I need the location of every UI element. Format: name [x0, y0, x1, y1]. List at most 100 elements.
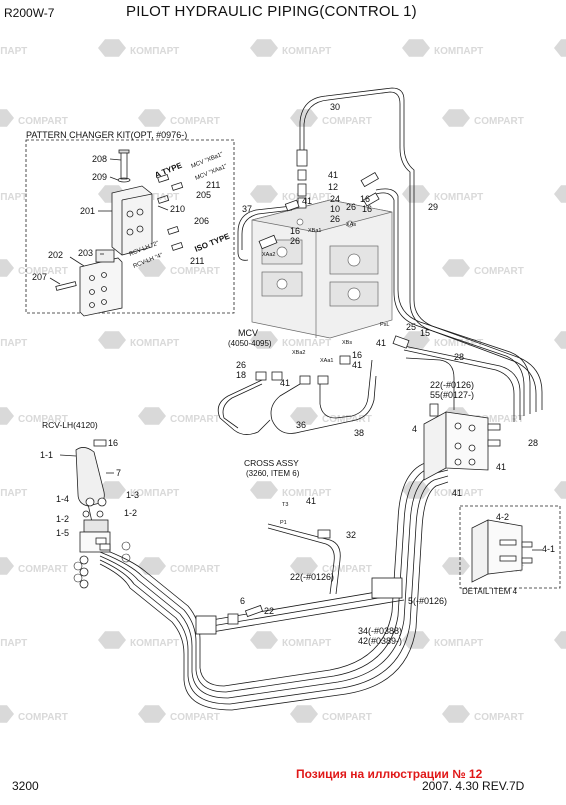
port-xbs: XBs [342, 340, 352, 346]
svg-text:COMPART: COMPART [474, 116, 524, 127]
callout: 207 [32, 272, 47, 282]
caption-cross-ref: (3260, ITEM 6) [246, 469, 300, 478]
svg-text:КОМПАРТ: КОМПАРТ [0, 338, 27, 349]
terminal-block-4 [423, 403, 501, 481]
hose-bundle-34-42 [99, 457, 449, 687]
watermark-logo: КОМПАРТ [98, 481, 179, 499]
hose-36 [217, 379, 271, 435]
svg-text:COMPART: COMPART [170, 116, 220, 127]
callout: 41 [352, 360, 362, 370]
callout: 22 [264, 606, 274, 616]
watermark-logo: COMPART [138, 109, 220, 127]
callout: 1-4 [56, 494, 69, 504]
watermark-logo: КОМПАРТ [554, 39, 566, 57]
watermark-logo: КОМПАРТ [250, 481, 331, 499]
callout: 41 [376, 338, 386, 348]
watermark-logo: КОМПАРТ [0, 638, 27, 649]
watermark-logo: COMPART [138, 557, 220, 575]
svg-text:КОМПАРТ: КОМПАРТ [434, 46, 483, 57]
revision-date: 2007. 4.30 REV.7D [422, 779, 525, 793]
pattern-kit-frame [25, 139, 235, 314]
watermark-logo: КОМПАРТ [0, 46, 27, 57]
svg-text:КОМПАРТ: КОМПАРТ [282, 338, 331, 349]
callout: 1-1 [40, 450, 53, 460]
svg-text:КОМПАРТ: КОМПАРТ [282, 46, 331, 57]
callout: 16 [290, 226, 300, 236]
callout: 24 [330, 194, 340, 204]
callout: 208 [92, 154, 107, 164]
detail-item-4 [459, 505, 561, 589]
svg-text:COMPART: COMPART [18, 414, 68, 425]
callout: 22(-#0126) [290, 572, 334, 582]
svg-text:КОМПАРТ: КОМПАРТ [130, 638, 179, 649]
watermark-logo: COMPART [0, 557, 68, 575]
watermark-logo: COMPART [0, 259, 68, 277]
callout: 6 [240, 596, 245, 606]
svg-text:КОМПАРТ: КОМПАРТ [434, 338, 483, 349]
svg-text:COMPART: COMPART [474, 414, 524, 425]
svg-text:КОМПАРТ: КОМПАРТ [0, 638, 27, 649]
callout: 41 [302, 196, 312, 206]
svg-text:КОМПАРТ: КОМПАРТ [434, 192, 483, 203]
hose-30 [299, 87, 543, 410]
callout: 16 [352, 350, 362, 360]
main-control-valve [251, 199, 393, 339]
callout: 211 [190, 256, 204, 266]
watermark-logo: КОМПАРТ [250, 39, 331, 57]
port-xaa1: XAa1 [320, 358, 333, 364]
svg-text:КОМПАРТ: КОМПАРТ [130, 46, 179, 57]
watermark-layer: КОМПАРТ КОМПАРТ КОМПАРТ КОМПАРТ КОМПАРТ COMPA… [0, 39, 566, 723]
watermark-logo: COMPART [138, 259, 220, 277]
callout: 26 [290, 236, 300, 246]
watermark-logo: КОМПАРТ [0, 488, 27, 499]
callout: 209 [92, 172, 107, 182]
joystick-grip [75, 447, 105, 507]
svg-text:COMPART: COMPART [18, 564, 68, 575]
callout: 41 [452, 488, 462, 498]
watermark-logo: КОМПАРТ [402, 331, 483, 349]
watermark-logo: COMPART [0, 705, 68, 723]
svg-text:КОМПАРТ: КОМПАРТ [130, 192, 179, 203]
svg-text:COMPART: COMPART [18, 116, 68, 127]
svg-text:КОМПАРТ: КОМПАРТ [0, 192, 27, 203]
bolt-207 [55, 281, 77, 291]
svg-text:КОМПАРТ: КОМПАРТ [282, 192, 331, 203]
watermark-logo: КОМПАРТ [250, 331, 331, 349]
watermark-logo: КОМПАРТ [98, 631, 179, 649]
caption-detail: DETAIL ITEM 4 [462, 587, 518, 596]
watermark-logo: COMPART [138, 705, 220, 723]
callout: 4-2 [496, 512, 509, 522]
callout: 4 [412, 424, 417, 434]
rcv-port-markers [73, 541, 131, 583]
watermark-logo: КОМПАРТ [554, 631, 566, 649]
callout: 26 [330, 214, 340, 224]
callout: 1-5 [56, 528, 69, 538]
svg-text:COMPART: COMPART [322, 414, 372, 425]
svg-text:КОМПАРТ: КОМПАРТ [282, 638, 331, 649]
detail-frame [459, 505, 561, 589]
clamp-6 [195, 615, 217, 635]
callout: 34(-#0388) [358, 626, 402, 636]
watermark-logo: КОМПАРТ [402, 185, 483, 203]
hose-37 [237, 205, 293, 261]
watermark-logo: КОМПАРТ [0, 338, 27, 349]
callout: 16 [360, 194, 370, 204]
svg-text:COMPART: COMPART [170, 564, 220, 575]
callout: 41 [280, 378, 290, 388]
watermark-logo: COMPART [442, 705, 524, 723]
rcv-lh-joystick [59, 439, 114, 589]
watermark-logo: COMPART [290, 557, 372, 575]
callout: 1-3 [126, 490, 139, 500]
watermark-logo: COMPART [442, 259, 524, 277]
svg-text:КОМПАРТ: КОМПАРТ [130, 338, 179, 349]
watermark-logo: КОМПАРТ [250, 631, 331, 649]
callout: 4-1 [542, 544, 555, 554]
svg-text:COMPART: COMPART [170, 414, 220, 425]
clamp-5 [371, 577, 403, 599]
caption-cross-assy: CROSS ASSY [244, 458, 299, 468]
watermark-logo: КОМПАРТ [402, 39, 483, 57]
svg-text:КОМПАРТ: КОМПАРТ [434, 488, 483, 499]
fittings [227, 149, 410, 625]
watermark-logo: КОМПАРТ [250, 185, 331, 203]
